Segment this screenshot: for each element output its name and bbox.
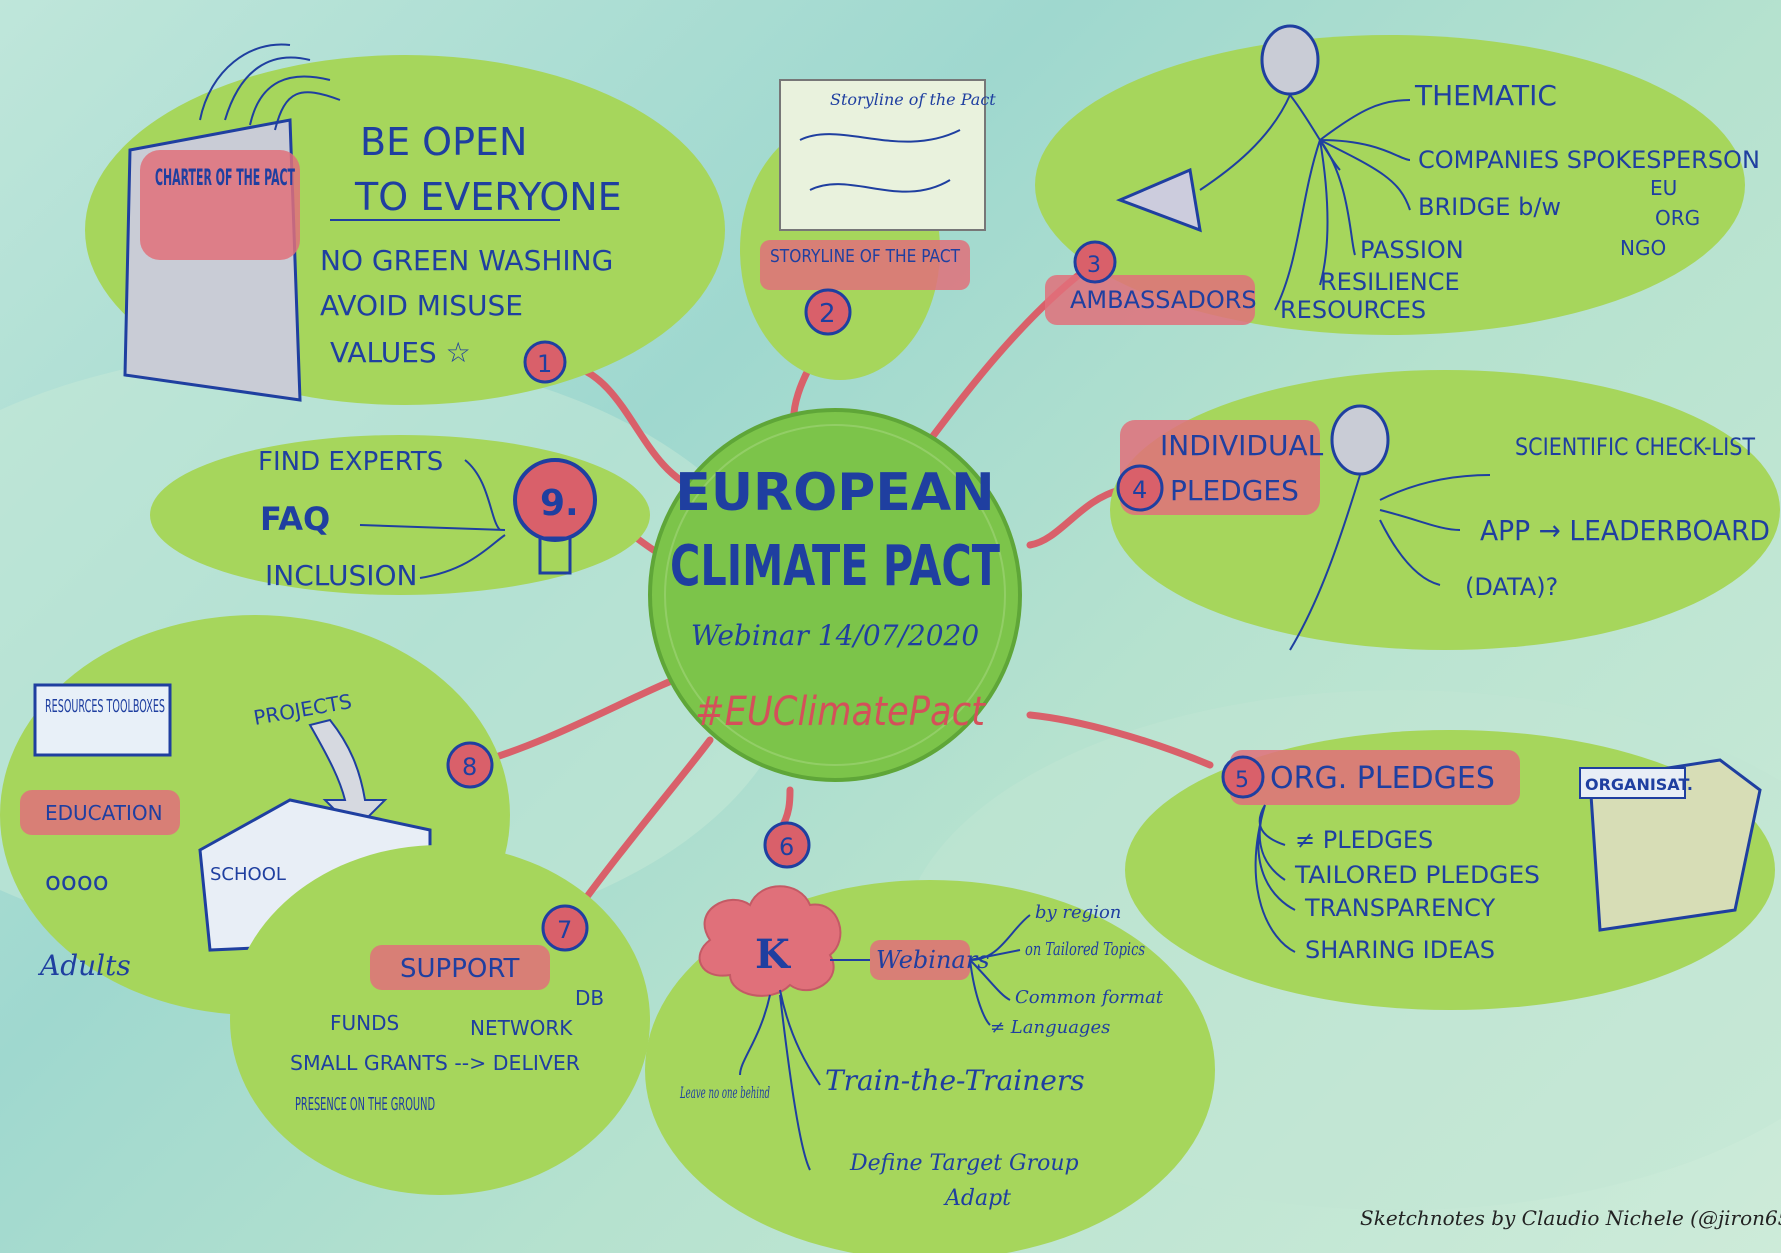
- center-circle: EUROPEAN CLIMATE PACT Webinar 14/07/2020…: [648, 408, 1022, 782]
- headline-2: TO EVERYONE: [354, 175, 622, 219]
- organisation-building-icon: [1588, 758, 1762, 932]
- adults-dots: oooo: [45, 867, 109, 897]
- adults-label: Adults: [37, 949, 131, 982]
- center-title-1: EUROPEAN: [675, 463, 994, 523]
- support-item-3: DB: [575, 986, 604, 1010]
- individual-item-3: (DATA)?: [1465, 573, 1558, 601]
- help-item-3: INCLUSION: [265, 559, 417, 592]
- amb-item-2: COMPANIES SPOKESPERSON: [1418, 146, 1760, 174]
- center-title-2: CLIMATE PACT: [670, 534, 1000, 599]
- individual-item-1: SCIENTIFIC CHECK-LIST: [1515, 433, 1755, 461]
- storyline-thumbnail: [779, 79, 986, 231]
- support-item-1: FUNDS: [330, 1011, 399, 1035]
- number-8: 8: [462, 753, 477, 781]
- org-pledges-label: ORG. PLEDGES: [1270, 761, 1495, 796]
- support-item-5: PRESENCE ON THE GROUND: [295, 1094, 435, 1115]
- amb-item-1: THEMATIC: [1414, 79, 1557, 112]
- bubble-storyline: Storyline of the Pact STORYLINE OF THE P…: [740, 79, 996, 380]
- ambassadors-label: AMBASSADORS: [1070, 286, 1257, 314]
- center-subtitle: Webinar 14/07/2020: [691, 619, 979, 652]
- lightbulb-icon: [513, 458, 597, 542]
- charter-item-2: AVOID MISUSE: [320, 289, 523, 322]
- bubble-ambassadors: THEMATIC COMPANIES SPOKESPERSON BRIDGE b…: [1035, 24, 1760, 335]
- number-3: 3: [1087, 253, 1101, 278]
- education-label: EDUCATION: [45, 801, 163, 825]
- bubble-training: 6 K Webinars by region on Tailored Topic…: [645, 821, 1215, 1253]
- amb-item-6: RESOURCES: [1280, 296, 1426, 324]
- help-item-2: FAQ: [260, 500, 330, 538]
- number-4: 4: [1132, 476, 1147, 504]
- resources-box: [33, 683, 172, 757]
- amb-item-5: RESILIENCE: [1320, 268, 1460, 296]
- school-label: SCHOOL: [210, 864, 286, 885]
- credit-text: Sketchnotes by Claudio Nichele (@jiron65…: [1360, 1206, 1781, 1230]
- org-item-2: TAILORED PLEDGES: [1294, 861, 1540, 889]
- bubble-org-pledges: 5 ORG. PLEDGES ≠ PLEDGES TAILORED PLEDGE…: [1125, 730, 1775, 1010]
- amb-item-4: PASSION: [1360, 236, 1464, 264]
- amb-item-3: BRIDGE b/w: [1418, 193, 1561, 221]
- help-item-1: FIND EXPERTS: [258, 447, 443, 477]
- resources-label: RESOURCES TOOLBOXES: [45, 696, 165, 717]
- k-letter: K: [755, 931, 791, 978]
- thumbnail-title: Storyline of the Pact: [830, 90, 996, 109]
- support-label: SUPPORT: [400, 954, 520, 984]
- number-5: 5: [1235, 768, 1249, 793]
- bubble-charter: CHARTER OF THE PACT BE OPEN TO EVERYONE …: [85, 43, 725, 405]
- webinar-item-3: Common format: [1015, 987, 1164, 1008]
- support-item-2: NETWORK: [470, 1016, 573, 1040]
- number-9: 9.: [540, 483, 579, 524]
- org-sign-label: ORGANISAT.: [1585, 775, 1693, 794]
- support-item-4: SMALL GRANTS --> DELIVER: [290, 1051, 580, 1075]
- charter-item-3: VALUES ☆: [330, 336, 471, 369]
- headline-1: BE OPEN: [360, 120, 527, 164]
- webinar-item-1: by region: [1035, 902, 1121, 923]
- number-6: 6: [779, 833, 794, 861]
- webinar-item-2: on Tailored Topics: [1025, 939, 1145, 960]
- individual-item-2: APP → LEADERBOARD: [1480, 514, 1770, 547]
- megaphone-icon: [1115, 167, 1202, 233]
- storyline-label: STORYLINE OF THE PACT: [770, 246, 961, 267]
- charter-label: CHARTER OF THE PACT: [155, 166, 295, 191]
- bubble-individual-pledges: INDIVIDUAL PLEDGES 4 SCIENTIFIC CHECK-LI…: [1110, 370, 1780, 651]
- org-item-1: ≠ PLEDGES: [1295, 826, 1433, 854]
- bridge-ngo: NGO: [1620, 236, 1666, 260]
- knowledge-cloud-icon: [698, 885, 842, 997]
- bridge-eu: EU: [1650, 176, 1677, 200]
- bubble-help: 9. FIND EXPERTS FAQ INCLUSION: [150, 435, 650, 595]
- train-label: Train-the-Trainers: [825, 1064, 1085, 1097]
- center-hashtag: #EUClimatePact: [695, 689, 986, 735]
- bridge-org: ORG: [1655, 206, 1700, 230]
- webinar-item-4: ≠ Languages: [990, 1017, 1110, 1038]
- leave-label: Leave no one behind: [679, 1083, 770, 1102]
- individual-label-1: INDIVIDUAL: [1160, 429, 1324, 462]
- number-1: 1: [537, 350, 552, 378]
- org-item-4: SHARING IDEAS: [1305, 936, 1495, 964]
- define-label: Define Target Group: [849, 1151, 1079, 1176]
- individual-label-2: PLEDGES: [1170, 474, 1299, 507]
- adapt-label: Adapt: [943, 1186, 1011, 1211]
- number-2: 2: [819, 299, 836, 329]
- charter-item-1: NO GREEN WASHING: [320, 244, 613, 277]
- org-item-3: TRANSPARENCY: [1304, 894, 1495, 922]
- number-7: 7: [557, 916, 572, 944]
- bubble-support: 7 SUPPORT FUNDS NETWORK DB SMALL GRANTS …: [230, 845, 650, 1195]
